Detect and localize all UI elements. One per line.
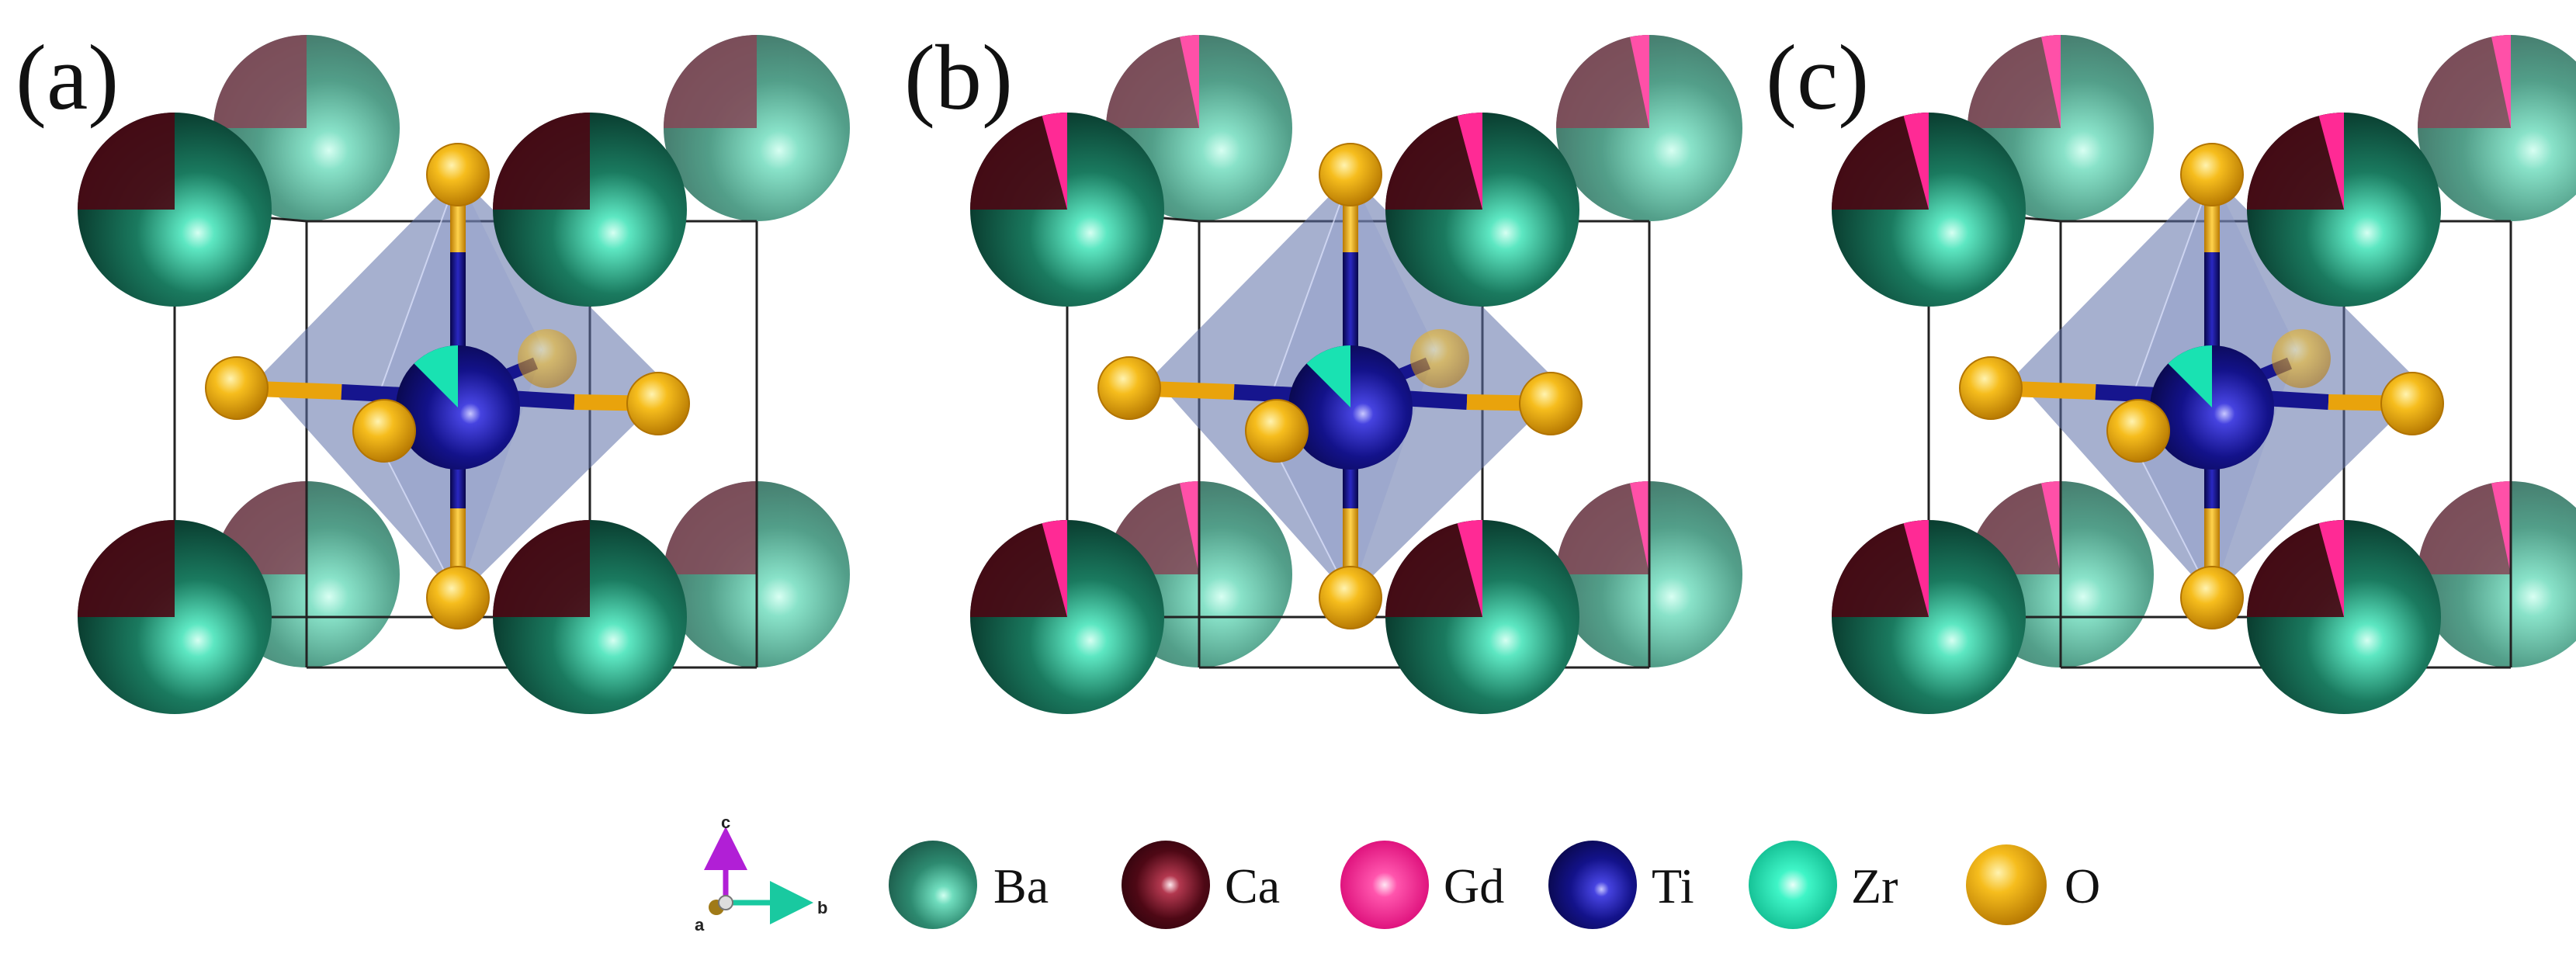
ba-swatch-icon <box>889 841 977 929</box>
panel-c: (c) <box>1766 26 2576 714</box>
oxygen-atom <box>1959 356 2023 420</box>
a-site-atom-back <box>664 35 850 221</box>
a-site-atom-back <box>2418 481 2576 667</box>
a-site-atom-front <box>1385 520 1579 714</box>
oxygen-atom <box>2180 143 2244 206</box>
a-site-atom-front <box>1832 520 2026 714</box>
legend-item-ti: Ti <box>1548 841 1694 929</box>
panel-b: (b) <box>904 26 1742 714</box>
oxygen-atom <box>626 372 690 435</box>
element-legend: Ba Ca Gd Ti Zr O <box>889 841 2100 929</box>
legend-item-zr: Zr <box>1749 841 1898 929</box>
oxygen-atom-back <box>2272 329 2331 388</box>
legend-label-gd: Gd <box>1444 858 1504 914</box>
legend-label-o: O <box>2065 858 2100 914</box>
oxygen-atom <box>1245 399 1309 463</box>
legend-item-ba: Ba <box>889 841 1049 929</box>
a-site-atom-front <box>1385 113 1579 307</box>
oxygen-atom <box>1319 143 1382 206</box>
panel-a: (a) <box>16 26 850 714</box>
b-axis-label: b <box>817 898 827 917</box>
o-swatch-icon <box>1966 844 2047 925</box>
a-site-atom-front <box>2247 113 2441 307</box>
a-site-atom-front <box>78 520 272 714</box>
oxygen-atom <box>426 566 490 629</box>
b-site-atom <box>396 345 520 470</box>
a-site-atom-back <box>2418 35 2576 221</box>
oxygen-atom <box>426 143 490 206</box>
legend-label-ca: Ca <box>1225 858 1280 914</box>
oxygen-atom <box>1319 566 1382 629</box>
a-site-atom-front <box>1832 113 2026 307</box>
oxygen-atom <box>205 356 269 420</box>
oxygen-atom <box>2380 372 2444 435</box>
legend-label-ti: Ti <box>1652 858 1694 914</box>
a-axis-label: a <box>695 915 705 934</box>
oxygen-atom <box>1519 372 1583 435</box>
axis-triad: c a b <box>695 813 827 934</box>
a-site-atom-front <box>2247 520 2441 714</box>
panel-label-c: (c) <box>1766 26 1869 129</box>
legend-item-gd: Gd <box>1340 841 1504 929</box>
a-site-atom-back <box>1556 35 1742 221</box>
c-axis-label: c <box>721 813 730 832</box>
oxygen-atom <box>352 399 416 463</box>
legend-label-ba: Ba <box>993 858 1049 914</box>
zr-swatch-icon <box>1749 841 1837 929</box>
legend-label-zr: Zr <box>1851 858 1898 914</box>
oxygen-atom <box>2106 399 2170 463</box>
oxygen-atom-back <box>1410 329 1469 388</box>
b-site-atom <box>1288 345 1413 470</box>
legend-item-o: O <box>1966 844 2100 925</box>
ca-swatch-icon <box>1122 841 1210 929</box>
b-site-atom <box>2150 345 2274 470</box>
ti-swatch-icon <box>1548 841 1637 929</box>
panel-label-a: (a) <box>16 26 119 129</box>
a-site-atom-front <box>970 520 1164 714</box>
a-site-atom-front <box>78 113 272 307</box>
axis-origin <box>718 895 733 910</box>
oxygen-atom-back <box>518 329 577 388</box>
panel-label-b: (b) <box>904 26 1013 129</box>
oxygen-atom <box>1097 356 1161 420</box>
a-site-atom-front <box>493 520 687 714</box>
oxygen-atom <box>2180 566 2244 629</box>
a-site-atom-front <box>493 113 687 307</box>
legend-item-ca: Ca <box>1122 841 1280 929</box>
gd-swatch-icon <box>1340 841 1429 929</box>
a-site-atom-front <box>970 113 1164 307</box>
